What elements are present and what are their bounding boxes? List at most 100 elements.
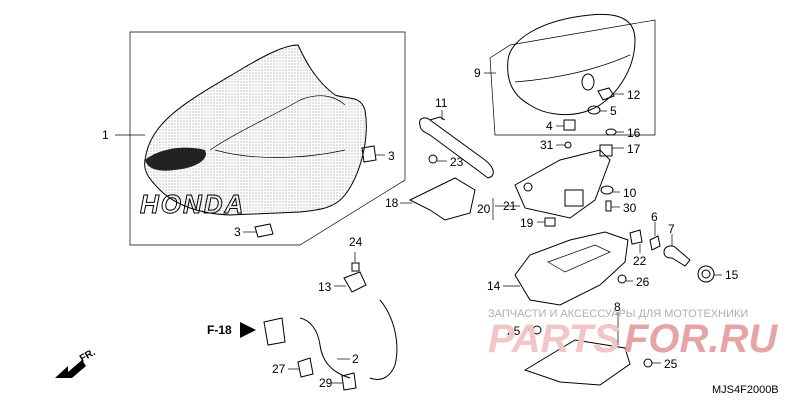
callout-21: 21 <box>503 199 517 213</box>
callout-5: 5 <box>610 104 617 118</box>
part-22-plate <box>629 229 643 245</box>
bottom-bracket-group <box>523 312 661 386</box>
cable-lower <box>299 317 351 379</box>
watermark-logo-right: FOR.RU <box>624 317 778 361</box>
grab-rail-group <box>419 110 494 179</box>
grab-rail <box>419 117 494 179</box>
seat-lock-assembly <box>492 141 611 227</box>
rear-cowl-frame <box>489 19 656 136</box>
diagram-code: MJS4F2000B <box>712 384 779 396</box>
part-14-undertray <box>514 231 629 306</box>
callout-24: 24 <box>349 235 363 249</box>
rubber-bracket-bottom <box>254 223 274 238</box>
callout-1: 1 <box>102 128 109 142</box>
grab-rail-tab <box>429 116 446 121</box>
part-30-screw <box>605 200 612 212</box>
part-21-lock-base <box>514 149 611 219</box>
part-8-bracket <box>523 339 631 386</box>
front-direction-indicator <box>55 360 86 378</box>
callout-15: 15 <box>725 268 739 282</box>
callout-3a: 3 <box>388 149 395 163</box>
part-5-washer <box>587 105 601 115</box>
callout-9: 9 <box>474 66 481 80</box>
bracket-18 <box>400 177 476 221</box>
seat-strap <box>145 147 206 171</box>
key-group <box>649 222 722 283</box>
part-4-collar <box>563 119 576 131</box>
part-27-clip <box>297 357 314 378</box>
callout-13: 13 <box>318 280 332 294</box>
cable-upper <box>369 299 398 380</box>
callout-17: 17 <box>627 142 641 156</box>
watermark-logo-left: PARTS <box>488 317 620 361</box>
callout-8: 8 <box>614 300 621 314</box>
front-direction-label: FR. <box>78 347 98 365</box>
seat-crease-lower <box>214 149 346 158</box>
cable-end-connector <box>263 317 286 346</box>
callout-2: 2 <box>352 352 359 366</box>
callout-3b: 3 <box>234 225 241 239</box>
watermark: ЗАПЧАСТИ И АКСЕССУАРЫ ДЛЯ МОТОТЕХНИКИ PA… <box>488 308 778 361</box>
part-29-clip <box>341 372 357 391</box>
callout-14: 14 <box>487 279 501 293</box>
callout-19: 19 <box>520 216 534 230</box>
seat-crease <box>209 95 346 151</box>
callout-6: 6 <box>651 210 658 224</box>
part-17-cushion <box>599 144 613 157</box>
part-19-pin <box>544 217 556 227</box>
callout-20: 20 <box>477 202 491 216</box>
seat-lettering: HONDA <box>140 189 245 219</box>
part-24-bolt <box>351 262 360 272</box>
undertray-recess <box>547 244 611 273</box>
part-31-bolt <box>564 141 572 149</box>
callout-numbers: 1 2 3 3 4 5 6 7 8 9 10 11 12 13 14 15 16… <box>102 66 739 390</box>
lock-cylinder-housing <box>564 189 584 207</box>
cable-group <box>240 252 398 391</box>
part-10-washer <box>600 185 614 195</box>
callout-11: 11 <box>435 96 448 110</box>
part-15-grommet-inner <box>701 269 711 279</box>
callout-7: 7 <box>668 222 675 236</box>
callout-10: 10 <box>623 186 637 200</box>
callout-4: 4 <box>546 119 553 133</box>
part-12-grommet <box>597 87 615 101</box>
callout-29: 29 <box>319 376 333 390</box>
undertray-group <box>503 229 643 306</box>
rear-cowl-hole <box>581 73 595 91</box>
bolt-23 <box>428 154 438 164</box>
callout-18: 18 <box>385 196 399 210</box>
callout-16: 16 <box>627 126 641 140</box>
rubber-bracket-right <box>361 145 377 163</box>
callout-25a: 25 <box>507 324 521 338</box>
callout-12: 12 <box>627 88 641 102</box>
part-18-bracket <box>408 177 476 221</box>
callout-30: 30 <box>623 201 637 215</box>
rear-cowl <box>507 13 636 115</box>
seat-texture <box>144 45 367 215</box>
seat-group: HONDA <box>115 31 406 246</box>
rear-cowl-edge <box>514 54 631 83</box>
seat-group-frame <box>129 31 406 246</box>
part-13-holder <box>343 271 367 293</box>
reference-label: F-18 <box>207 323 232 337</box>
callout-22: 22 <box>633 254 647 268</box>
seat-outline <box>144 44 367 216</box>
part-15-grommet <box>697 265 715 283</box>
callout-27: 27 <box>272 362 286 376</box>
reference-arrow-icon <box>240 322 256 338</box>
watermark-caption: ЗАПЧАСТИ И АКСЕССУАРЫ ДЛЯ МОТОТЕХНИКИ <box>488 308 748 320</box>
lock-pivot <box>523 182 533 192</box>
callout-25b: 25 <box>664 357 678 371</box>
part-7-key <box>663 245 691 267</box>
part-16-washer <box>605 128 617 136</box>
callout-26: 26 <box>636 275 650 289</box>
callout-31: 31 <box>540 138 554 152</box>
front-arrow-icon <box>55 360 86 378</box>
small-fasteners-right <box>599 128 624 212</box>
rear-cowl-group <box>484 13 656 136</box>
part-26-bolt <box>617 274 627 284</box>
callout-23: 23 <box>450 155 464 169</box>
part-6-key-head <box>649 235 661 251</box>
